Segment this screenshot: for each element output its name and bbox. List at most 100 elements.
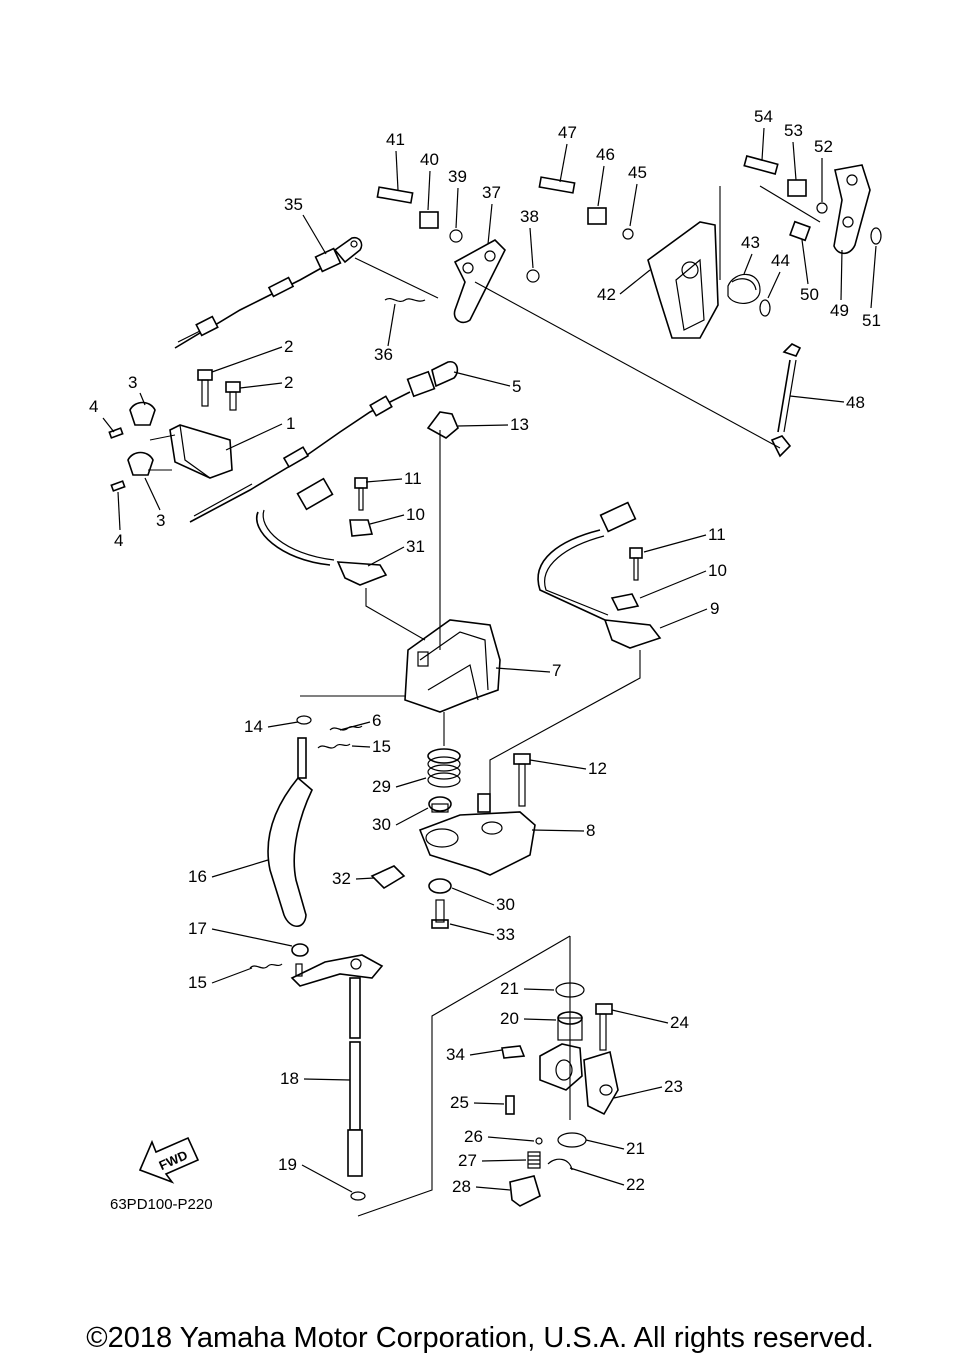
- callout-21: 21: [500, 979, 519, 998]
- callout-53: 53: [784, 121, 803, 140]
- callout-20: 20: [500, 1009, 519, 1028]
- callout-39: 39: [448, 167, 467, 186]
- shift-housing: [404, 619, 501, 713]
- leader-line: [487, 203, 493, 245]
- leader-line: [523, 988, 555, 991]
- link-rod: [770, 343, 802, 458]
- leader-line: [523, 1018, 557, 1021]
- leader-line: [870, 245, 877, 309]
- leader-line: [792, 141, 797, 181]
- shift-lever-assembly: [538, 155, 882, 339]
- callout-23: 23: [664, 1077, 683, 1096]
- leader-line: [211, 928, 293, 947]
- leader-line: [761, 127, 765, 161]
- shift-bracket: [370, 753, 536, 929]
- leader-line: [211, 967, 253, 984]
- callout-33: 33: [496, 925, 515, 944]
- callout-15: 15: [188, 973, 207, 992]
- leader-line: [369, 514, 405, 525]
- copyright-notice: ©2018 Yamaha Motor Corporation, U.S.A. A…: [86, 1322, 874, 1354]
- callout-15: 15: [372, 737, 391, 756]
- leader-line: [840, 249, 843, 301]
- leader-line: [529, 227, 534, 269]
- fwd-arrow: FWD: [138, 1136, 200, 1184]
- leader-line: [481, 1159, 527, 1162]
- callout-35: 35: [284, 195, 303, 214]
- leader-line: [427, 170, 431, 211]
- callout-43: 43: [741, 233, 760, 252]
- callout-41: 41: [386, 130, 405, 149]
- callout-7: 7: [552, 661, 561, 680]
- callout-44: 44: [771, 251, 790, 270]
- callout-1: 1: [286, 414, 295, 433]
- leader-line: [487, 1136, 535, 1142]
- leader-line: [597, 165, 605, 207]
- leader-line: [789, 395, 845, 403]
- callout-28: 28: [452, 1177, 471, 1196]
- shift-shaft: [347, 977, 366, 1201]
- callout-18: 18: [280, 1069, 299, 1088]
- callout-32: 32: [332, 869, 351, 888]
- callout-49: 49: [830, 301, 849, 320]
- callout-27: 27: [458, 1151, 477, 1170]
- leader-line: [453, 371, 511, 387]
- part-drawings: FWD: [108, 155, 882, 1217]
- callout-9: 9: [710, 599, 719, 618]
- callout-26: 26: [464, 1127, 483, 1146]
- callout-leaders: [102, 127, 877, 1193]
- shift-rod-linkage: [249, 715, 384, 987]
- callout-17: 17: [188, 919, 207, 938]
- cable-bracket: [108, 369, 241, 492]
- callout-46: 46: [596, 145, 615, 164]
- leader-line: [455, 187, 459, 229]
- shift-cable: [189, 361, 459, 523]
- callout-8: 8: [586, 821, 595, 840]
- callout-10: 10: [708, 561, 727, 580]
- leader-line: [117, 491, 121, 531]
- callout-4: 4: [114, 531, 123, 550]
- leader-line: [225, 423, 283, 451]
- callout-labels: 1 2 2 3 3 4 4 5 6 7 8 9 10 10 11 11 12 1…: [89, 107, 881, 1196]
- leader-line: [355, 877, 375, 880]
- leader-line: [303, 1078, 351, 1081]
- leader-line: [267, 721, 299, 728]
- callout-50: 50: [800, 285, 819, 304]
- callout-10: 10: [406, 505, 425, 524]
- callout-30: 30: [372, 815, 391, 834]
- callout-30: 30: [496, 895, 515, 914]
- leader-line: [767, 271, 781, 299]
- leader-line: [451, 887, 495, 906]
- callout-24: 24: [670, 1013, 689, 1032]
- callout-45: 45: [628, 163, 647, 182]
- leader-line: [239, 382, 283, 389]
- leader-line: [569, 1167, 625, 1186]
- leader-line: [659, 608, 708, 629]
- throttle-cable: [174, 236, 363, 349]
- callout-36: 36: [374, 345, 393, 364]
- throttle-lever: [376, 186, 540, 324]
- leader-line: [395, 777, 427, 788]
- callout-11: 11: [708, 525, 726, 544]
- leader-line: [559, 143, 568, 183]
- callout-2: 2: [284, 373, 293, 392]
- leader-line: [301, 1164, 353, 1193]
- leader-line: [395, 807, 429, 826]
- leader-line: [365, 478, 403, 483]
- leader-line: [531, 829, 585, 832]
- callout-52: 52: [814, 137, 833, 156]
- leader-line: [211, 346, 283, 373]
- callout-29: 29: [372, 777, 391, 796]
- drawing-code: 63PD100-P220: [110, 1196, 213, 1213]
- callout-6: 6: [372, 711, 381, 730]
- leader-line: [585, 1139, 625, 1150]
- assembly-guides: [148, 185, 821, 1217]
- leader-line: [643, 534, 707, 553]
- leader-line: [144, 477, 161, 511]
- callout-13: 13: [510, 415, 529, 434]
- leader-line: [457, 424, 509, 427]
- callout-31: 31: [406, 537, 425, 556]
- shift-cam-group: [501, 982, 619, 1207]
- callout-4: 4: [89, 397, 98, 416]
- callout-19: 19: [278, 1155, 297, 1174]
- leader-line: [475, 1186, 511, 1191]
